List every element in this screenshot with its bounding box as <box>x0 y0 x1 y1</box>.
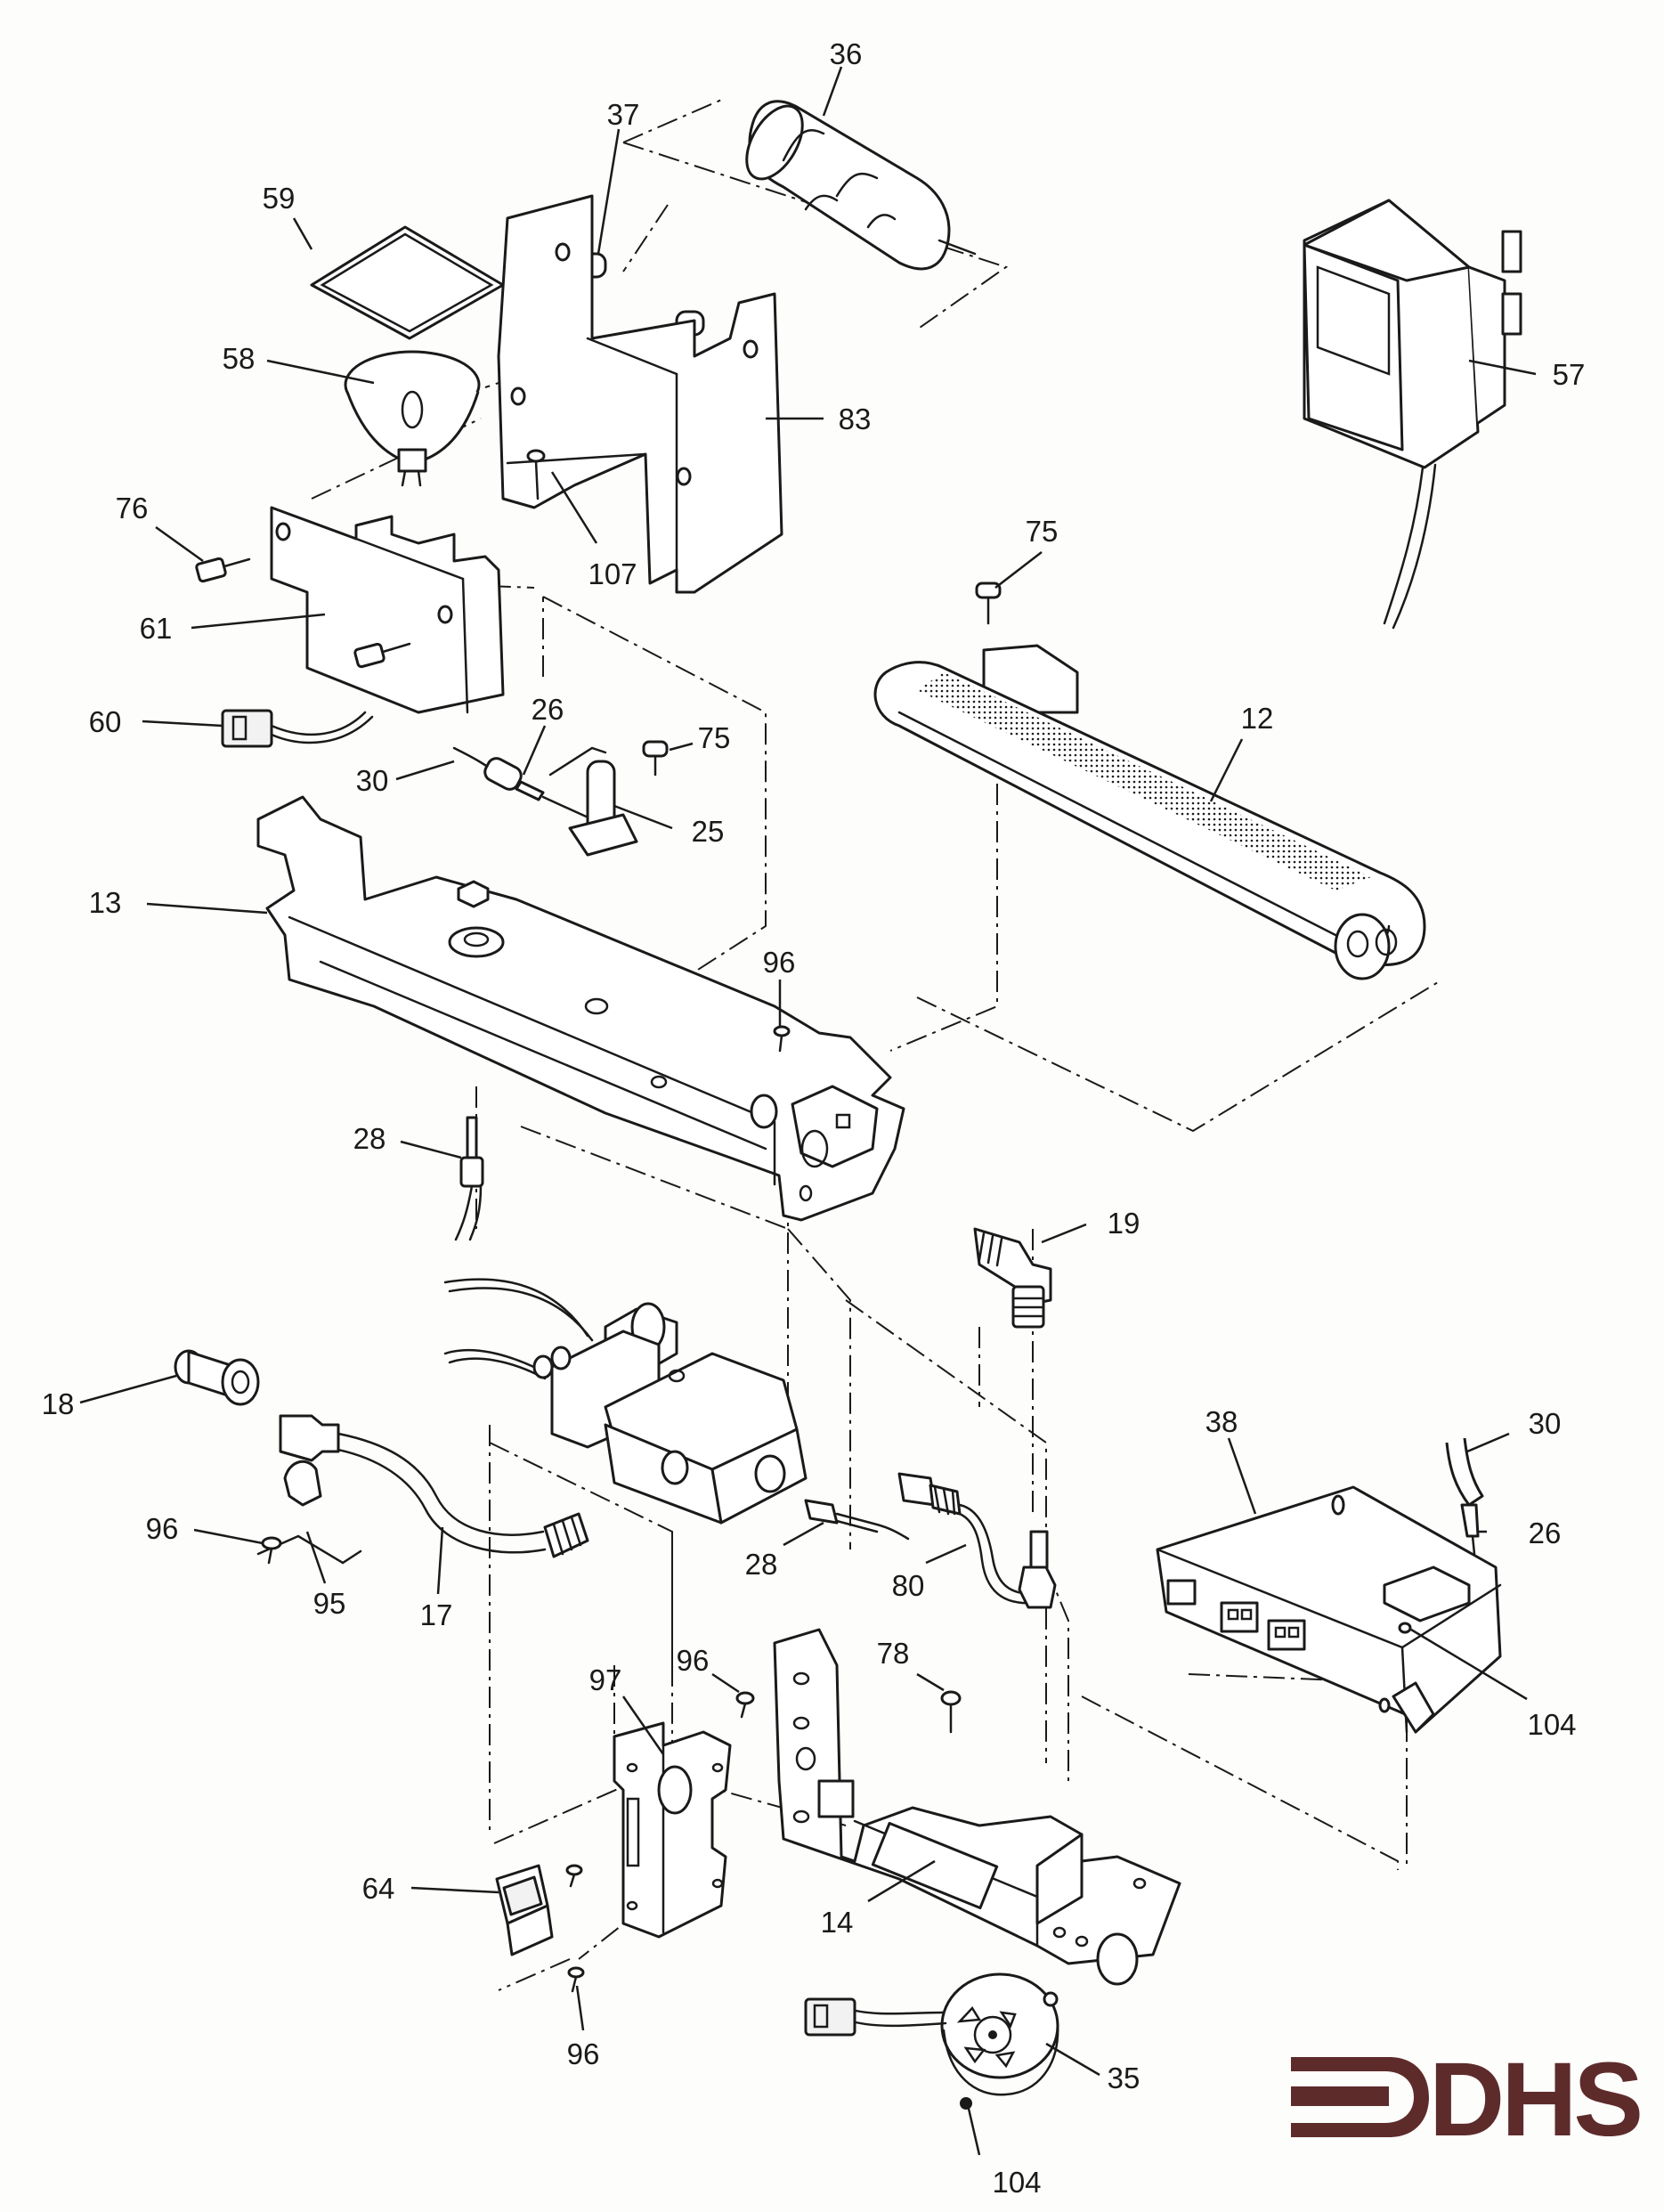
part-19-elbow-fitting <box>973 1227 1052 1329</box>
part-17-gas-line <box>279 1414 589 1558</box>
callout-30-lower: 30 <box>1529 1407 1562 1440</box>
part-25-pilot-assembly <box>452 746 638 857</box>
callout-61: 61 <box>140 612 173 645</box>
callout-83: 83 <box>839 403 872 435</box>
gas-valve-body <box>443 1278 808 1525</box>
callout-26-upper: 26 <box>532 693 564 726</box>
part-28-thermocouple <box>454 1116 484 1241</box>
part-57-power-adapter <box>1303 199 1522 630</box>
callout-95: 95 <box>313 1587 346 1620</box>
callout-59: 59 <box>263 182 296 215</box>
callout-12: 12 <box>1241 702 1274 735</box>
part-60-connector <box>221 709 374 748</box>
callout-96-left: 96 <box>146 1512 179 1545</box>
callout-104-lower: 104 <box>992 2166 1041 2199</box>
part-95-clip <box>256 1460 362 1565</box>
dhs-logo: DHS <box>1291 2041 1644 2159</box>
logo-text: DHS <box>1429 2041 1640 2159</box>
part-97-switch-bracket <box>613 1721 732 1939</box>
callout-35: 35 <box>1108 2062 1140 2094</box>
callout-28-lower: 28 <box>745 1548 778 1581</box>
part-83-lamp-bracket <box>497 194 783 594</box>
part-96-screw <box>261 1536 282 1565</box>
part-64-rocker-switch <box>495 1864 554 1956</box>
part-61-lamp-bracket <box>270 506 505 714</box>
part-96-screw <box>567 1966 585 1993</box>
part-59-lens-cover <box>310 225 505 340</box>
part-14-valve-bracket <box>773 1628 1181 1986</box>
part-28-thermocouple <box>804 1499 910 1541</box>
callout-14: 14 <box>821 1906 854 1939</box>
callout-36: 36 <box>830 37 863 70</box>
part-30-wire <box>1445 1437 1484 1556</box>
part-104-screw <box>1398 1622 1412 1634</box>
part-96-screw <box>735 1691 755 1719</box>
callout-19: 19 <box>1108 1207 1140 1240</box>
part-36-drum-roller <box>745 100 977 271</box>
part-78-screw <box>940 1690 962 1734</box>
callout-38: 38 <box>1205 1405 1238 1438</box>
callout-30-upper: 30 <box>356 764 389 797</box>
logo-arrow-mark <box>1291 2057 1429 2137</box>
callout-37: 37 <box>607 98 640 131</box>
part-80-pilot-tube <box>897 1472 1057 1609</box>
callout-96-lower: 96 <box>567 2037 600 2070</box>
callout-57: 57 <box>1553 358 1586 391</box>
callout-107: 107 <box>588 557 637 590</box>
callout-18: 18 <box>42 1387 75 1420</box>
callout-26-lower: 26 <box>1529 1517 1562 1549</box>
callout-58: 58 <box>223 342 256 375</box>
callout-60: 60 <box>89 705 122 738</box>
part-12-burner-tube <box>873 644 1426 980</box>
part-13-burner-base <box>256 795 905 1222</box>
part-96-screw <box>565 1864 583 1888</box>
part-35-motor <box>804 1972 1059 2096</box>
callout-75-upper: 75 <box>1026 515 1059 548</box>
callout-28-upper: 28 <box>353 1122 386 1155</box>
callout-76: 76 <box>116 492 149 525</box>
callout-104-upper: 104 <box>1527 1708 1576 1741</box>
callout-78: 78 <box>877 1637 910 1670</box>
logo-arrow-bar <box>1291 2086 1389 2106</box>
part-76-screw <box>195 557 411 669</box>
part-58-halogen-lamp <box>344 350 481 487</box>
callout-80: 80 <box>892 1569 925 1602</box>
callout-96-upper: 96 <box>763 946 796 979</box>
callout-97: 97 <box>589 1663 622 1696</box>
part-18-fitting <box>174 1349 260 1406</box>
part-75-screw <box>642 740 669 777</box>
part-75-screw <box>975 581 1002 625</box>
callout-13: 13 <box>89 886 122 919</box>
callout-labels: 36 37 59 58 83 57 76 107 75 61 60 26 75 … <box>42 37 1586 2199</box>
leader-lines <box>79 66 1537 2156</box>
callout-17: 17 <box>420 1598 453 1631</box>
callout-75-middle: 75 <box>698 721 731 754</box>
callout-25: 25 <box>692 815 725 848</box>
part-38-control-module <box>1156 1485 1502 1734</box>
part-104-screw <box>960 2097 972 2110</box>
callout-64: 64 <box>362 1872 395 1905</box>
callout-96-middle: 96 <box>677 1644 710 1677</box>
part-96-screw <box>773 1025 791 1053</box>
